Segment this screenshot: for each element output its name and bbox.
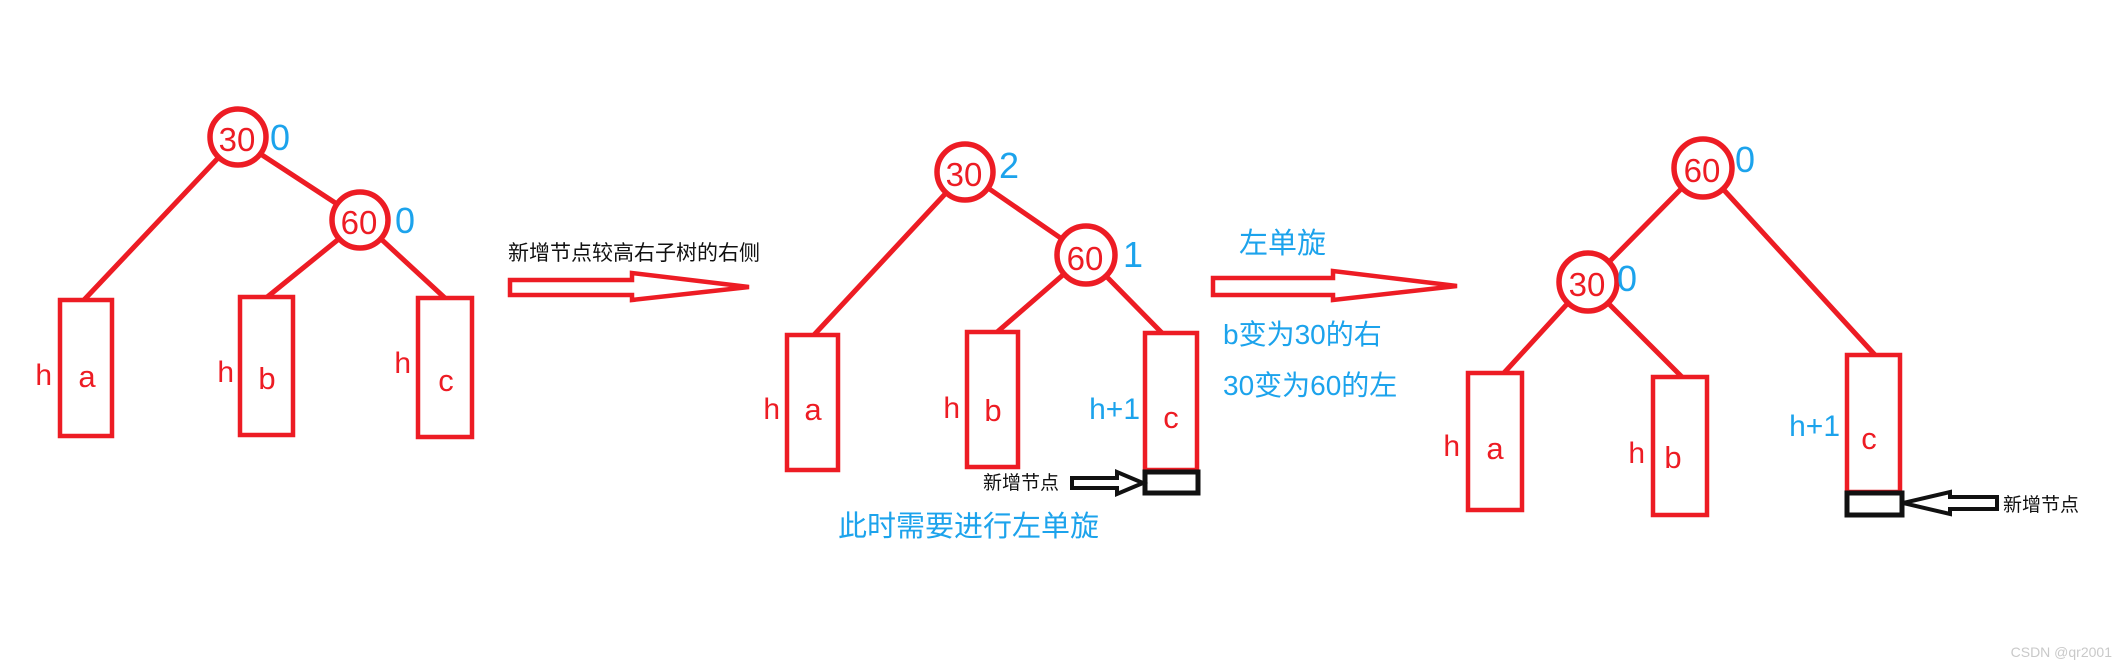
- subtree-c-rect: [1844, 352, 1903, 495]
- node-30-value: 30: [1569, 266, 1606, 303]
- new-node-rect: [1844, 490, 1905, 518]
- subtree-b-label: b: [258, 361, 275, 396]
- node-30: [207, 106, 269, 168]
- subtree-a-height: h: [35, 359, 52, 392]
- node-30: [1556, 250, 1620, 314]
- node-60-value: 60: [1067, 240, 1104, 277]
- edge-30-to-a: [1500, 300, 1571, 377]
- node-60-value: 60: [1684, 152, 1721, 189]
- subtree-a-label: a: [1486, 431, 1504, 466]
- edge-60-to-b: [993, 271, 1067, 336]
- rotate-note-2: 30变为60的左: [1223, 370, 1397, 401]
- subtree-a-rect: [57, 297, 115, 439]
- tree-initial: 30 0 60 0 h a h b h c: [35, 106, 475, 440]
- subtree-b-rect: [237, 294, 296, 438]
- subtree-c-label: c: [1163, 400, 1179, 435]
- subtree-a-height: h: [1443, 430, 1460, 463]
- subtree-c-label: c: [438, 363, 454, 398]
- subtree-b-rect: [964, 329, 1021, 470]
- subtree-c-height: h+1: [1789, 410, 1840, 443]
- edge-60-to-c: [1720, 186, 1878, 358]
- watermark: CSDN @qr2001: [2011, 644, 2113, 660]
- subtree-a-label: a: [804, 392, 822, 427]
- subtree-c-height: h+1: [1089, 393, 1140, 426]
- edge-60-to-30: [1606, 185, 1685, 265]
- node-30: [934, 141, 996, 203]
- node-30-value: 30: [219, 121, 256, 158]
- new-node-pointer-right-icon: [1070, 468, 1149, 498]
- node-60: [1054, 223, 1118, 287]
- subtree-a-label: a: [78, 359, 96, 394]
- edge-30-to-60: [985, 185, 1065, 242]
- transition-rotate: 左单旋 b变为30的右 30变为60的左: [1210, 227, 1458, 401]
- node-30-balance-factor: 0: [1617, 258, 1637, 299]
- subtree-a-height: h: [763, 393, 780, 426]
- edge-30-to-a: [810, 190, 949, 339]
- tree-unbalanced: 30 2 60 1 h a h b h+1 c 新增节点 此时需要进行左单旋: [763, 141, 1201, 543]
- new-node-rect: [1142, 469, 1201, 496]
- right-arrow-icon: [1210, 268, 1458, 303]
- rotate-note-1: b变为30的右: [1223, 319, 1382, 350]
- new-node-pointer-left-icon: [1902, 489, 1999, 517]
- node-60-balance-factor: 0: [395, 200, 415, 241]
- subtree-a-rect: [1465, 370, 1525, 513]
- new-node-label: 新增节点: [983, 472, 1059, 494]
- transition-insert: 新增节点较高右子树的右侧: [507, 242, 760, 303]
- node-60: [1671, 136, 1735, 200]
- subtree-c-label: c: [1861, 421, 1877, 456]
- tree-balanced: 60 0 30 0 h a h b h+1 c 新增节点: [1443, 136, 2079, 518]
- subtree-c-rect: [415, 295, 475, 440]
- edge-60-to-c: [1103, 273, 1166, 337]
- insert-caption: 新增节点较高右子树的右侧: [508, 242, 760, 265]
- edge-30-to-a: [80, 154, 222, 304]
- subtree-b-label: b: [984, 393, 1001, 428]
- subtree-b-height: h: [943, 392, 960, 425]
- subtree-a-rect: [784, 332, 841, 473]
- subtree-b-height: h: [217, 356, 234, 389]
- rotate-caption: 左单旋: [1239, 227, 1326, 260]
- node-30-balance-factor: 2: [999, 145, 1019, 186]
- new-node-label: 新增节点: [2003, 494, 2079, 516]
- edge-30-to-60: [256, 150, 340, 207]
- node-60: [329, 189, 391, 251]
- edge-60-to-c: [378, 236, 449, 302]
- node-60-value: 60: [341, 204, 378, 241]
- unbalanced-caption: 此时需要进行左单旋: [838, 510, 1099, 543]
- subtree-b-height: h: [1628, 437, 1645, 470]
- node-60-balance-factor: 1: [1123, 234, 1143, 275]
- edge-30-to-b: [1605, 300, 1686, 381]
- right-arrow-icon: [507, 270, 750, 303]
- subtree-c-height: h: [394, 347, 411, 380]
- subtree-b-rect: [1650, 374, 1710, 518]
- node-60-balance-factor: 0: [1735, 139, 1755, 180]
- node-30-value: 30: [946, 156, 983, 193]
- subtree-b-label: b: [1664, 440, 1681, 475]
- node-30-balance-factor: 0: [270, 117, 290, 158]
- edge-60-to-b: [263, 235, 343, 301]
